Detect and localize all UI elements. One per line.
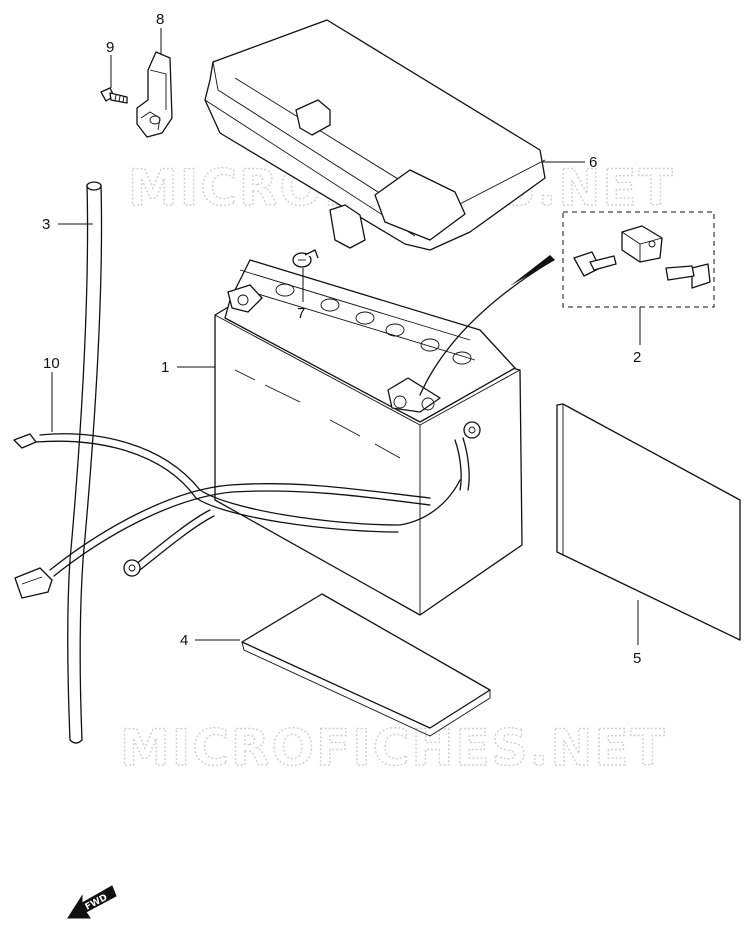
callout-7: 7 — [297, 305, 305, 322]
watermark-bottom: MICROFICHES.NET — [120, 719, 667, 777]
part-8-clamp[interactable] — [136, 51, 173, 138]
callout-8: 8 — [156, 11, 164, 28]
part-10-cable[interactable] — [13, 421, 481, 599]
part-1-battery[interactable] — [214, 259, 523, 616]
leader-lines — [51, 28, 641, 645]
part-6-battery-cover[interactable] — [204, 19, 546, 251]
callout-4: 4 — [180, 632, 188, 649]
callout-3: 3 — [42, 216, 50, 233]
part-5-sheet[interactable] — [556, 403, 741, 641]
part-4-battery-pad[interactable] — [241, 593, 491, 737]
callout-2: 2 — [633, 349, 641, 366]
callout-10: 10 — [43, 355, 60, 372]
fwd-arrow-icon: FWD — [67, 885, 117, 919]
part-7-screw[interactable] — [292, 249, 319, 268]
part-2-terminal-bolts[interactable] — [562, 211, 715, 308]
callout-5: 5 — [633, 650, 641, 667]
callout-1: 1 — [161, 359, 169, 376]
callout-9: 9 — [106, 39, 114, 56]
part-9-bolt[interactable] — [100, 87, 128, 104]
part-3-breather-tube[interactable] — [67, 181, 103, 744]
callout-6: 6 — [589, 154, 597, 171]
